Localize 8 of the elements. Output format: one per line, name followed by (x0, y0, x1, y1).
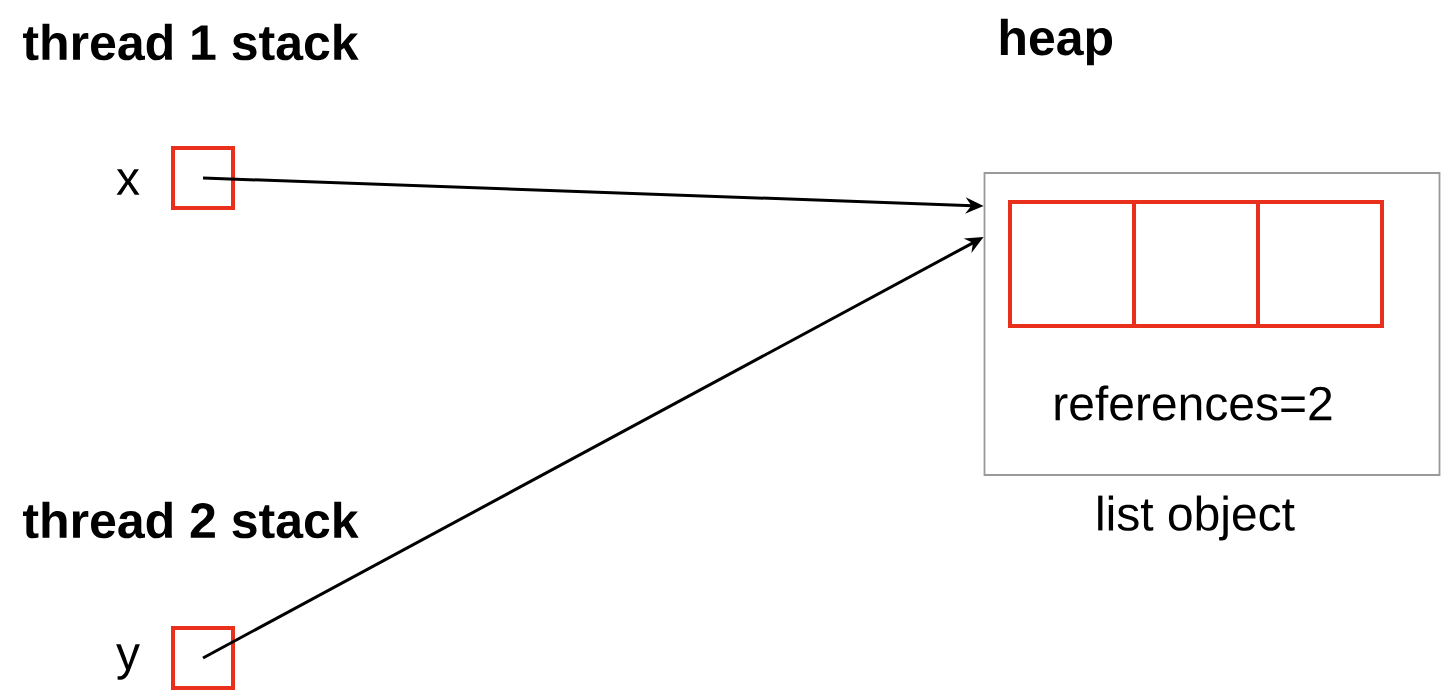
object-caption: list object (1098, 495, 1295, 541)
section-heading: thread 2 stack (23, 501, 359, 539)
object-label: references=2 (1055, 385, 1332, 421)
cell-box (1256, 200, 1384, 328)
variable-name: y (116, 644, 140, 680)
section-heading: heap (1000, 18, 1113, 66)
variable-name: x (116, 169, 140, 195)
section-heading: thread 1 stack (23, 23, 359, 61)
